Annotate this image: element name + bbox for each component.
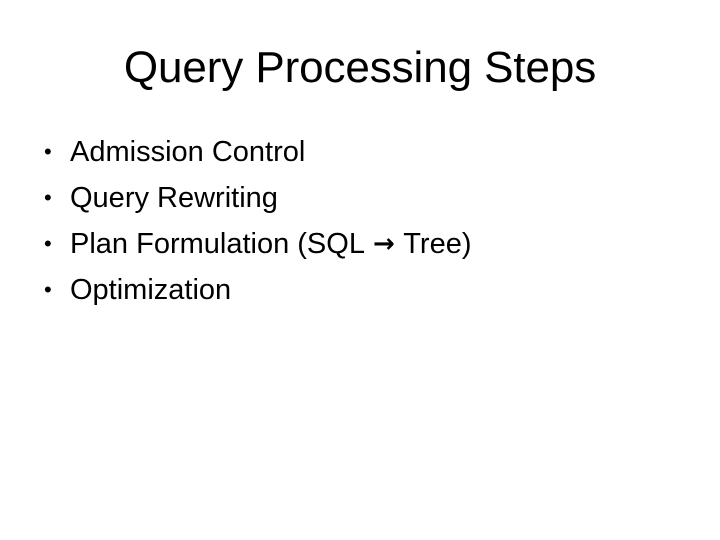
list-item[interactable]: • Optimization <box>36 267 686 313</box>
page-title: Query Processing Steps <box>123 43 597 92</box>
bullet-dot-icon: • <box>44 231 52 256</box>
list-item[interactable]: • Query Rewriting <box>36 175 686 221</box>
list-item[interactable]: • Admission Control <box>36 129 686 175</box>
bullet-list: • Admission Control • Query Rewriting • … <box>36 129 686 313</box>
list-item-label: Query Rewriting <box>70 182 278 214</box>
bullet-dot-icon: • <box>44 139 52 164</box>
list-item-label: Optimization <box>70 274 232 306</box>
bullet-dot-icon: • <box>44 185 52 210</box>
bullet-dot-icon: • <box>44 277 52 302</box>
list-item-label-prefix: Plan Formulation (SQL <box>70 228 372 260</box>
list-item-label-suffix: Tree) <box>395 228 472 260</box>
right-arrow-icon: → <box>372 229 395 259</box>
list-item-label: Admission Control <box>70 136 306 168</box>
list-item[interactable]: • Plan Formulation (SQL → Tree) <box>36 221 686 267</box>
